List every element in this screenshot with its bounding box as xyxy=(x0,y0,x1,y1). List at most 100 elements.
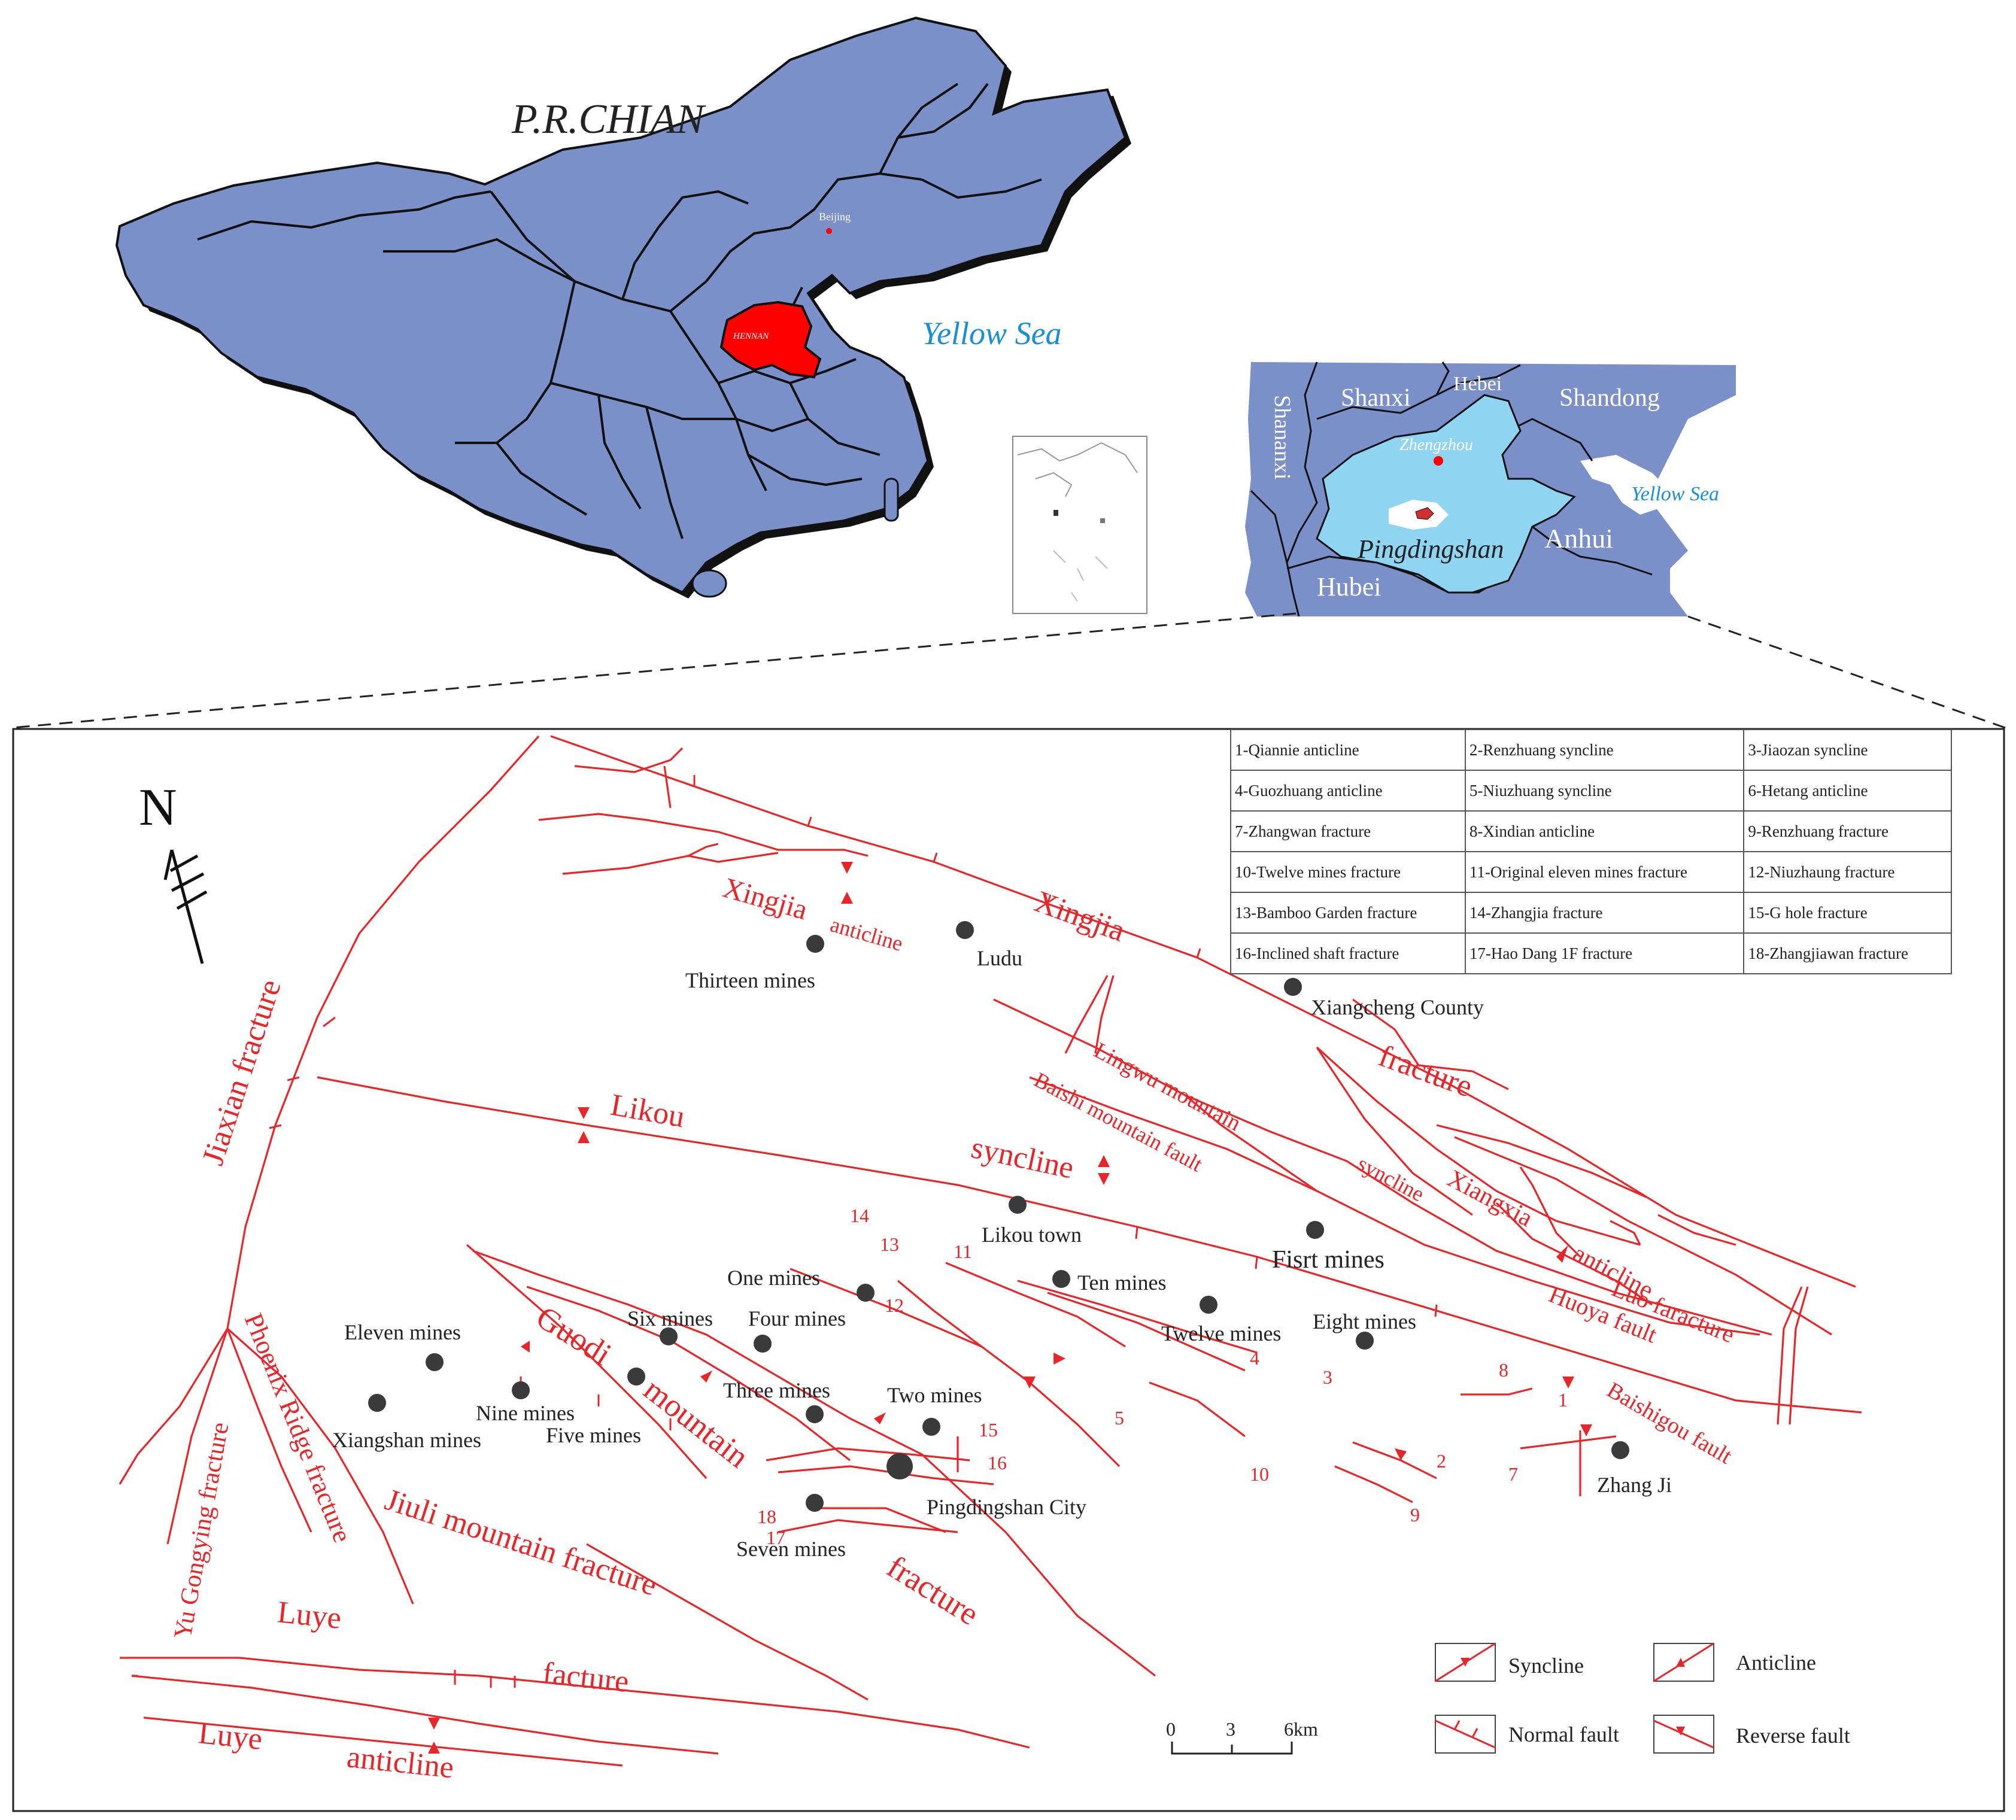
table-cell: 18-Zhangjiawan fracture xyxy=(1743,932,1952,974)
label-yugongying: Yu Gongying fracture xyxy=(169,1420,235,1641)
table-cell: 1-Qiannie anticline xyxy=(1230,729,1466,771)
table-cell: 14-Zhangjia fracture xyxy=(1464,892,1745,934)
label-likou-b: syncline xyxy=(968,1131,1077,1186)
label-xiangshan: Xiangshan mines xyxy=(332,1428,481,1452)
regional-yellow-sea-label: Yellow Sea xyxy=(1631,483,1719,505)
geologic-frame xyxy=(12,728,2005,1812)
table-cell: 2-Renzhuang syncline xyxy=(1464,729,1745,771)
fault-lines xyxy=(119,735,1862,1767)
label-guodi-c: fracture xyxy=(881,1548,985,1632)
label-jiaxian: Jiaxian fracture xyxy=(196,976,288,1169)
table-cell: 11-Original eleven mines fracture xyxy=(1464,851,1745,893)
label-twelve: Twelve mines xyxy=(1161,1321,1281,1345)
scale-3: 3 xyxy=(1226,1718,1235,1740)
fault-arrows xyxy=(428,862,1592,1754)
label-xiangcheng: Xiangcheng County xyxy=(1311,995,1484,1019)
label-seven: Seven mines xyxy=(736,1537,846,1561)
regional-map: Shanxi Hebei Shandong Shananxi Zhengzhou… xyxy=(1245,361,1736,617)
beijing-dot xyxy=(826,228,832,234)
pingdingshan-city-shape xyxy=(1415,507,1434,520)
hubei-label: Hubei xyxy=(1317,572,1382,601)
zhengzhou-dot xyxy=(1434,456,1443,466)
label-one: One mines xyxy=(727,1266,820,1290)
north-arrow: N xyxy=(139,779,208,964)
henan-light xyxy=(1316,394,1576,594)
legend-normal: Normal fault xyxy=(1508,1722,1619,1746)
num-14: 14 xyxy=(850,1205,869,1226)
table-cell: 17-Hao Dang 1F fracture xyxy=(1464,932,1745,974)
label-eleven: Eleven mines xyxy=(344,1320,461,1344)
label-likou-town: Likou town xyxy=(982,1223,1082,1247)
table-cell: 3-Jiaozan syncline xyxy=(1743,729,1952,771)
table-cell: 16-Inclined shaft fracture xyxy=(1230,932,1466,974)
table-cell: 7-Zhangwan fracture xyxy=(1230,810,1466,852)
yellow-sea-label: Yellow Sea xyxy=(922,315,1062,351)
china-map: HENNAN Beijing P.R.CHIAN Yellow Sea xyxy=(115,16,1131,598)
structure-numbers: 14 13 11 12 4 5 10 3 8 1 2 7 9 15 16 18 … xyxy=(757,1205,1568,1548)
beijing-label: Beijing xyxy=(819,211,851,223)
table-row: 1-Qiannie anticline 2-Renzhuang syncline… xyxy=(1230,729,1952,771)
label-first: Fisrt mines xyxy=(1272,1246,1385,1274)
label-guodi-a: Guodi xyxy=(530,1299,618,1372)
num-10: 10 xyxy=(1250,1463,1269,1485)
num-11: 11 xyxy=(954,1241,972,1262)
pingdingshan-label: Pingdingshan xyxy=(1357,534,1504,564)
num-5: 5 xyxy=(1115,1407,1124,1429)
label-xingjia-anticline-b: anticline xyxy=(828,912,906,956)
table-cell: 13-Bamboo Garden fracture xyxy=(1230,892,1466,934)
num-8: 8 xyxy=(1499,1359,1508,1381)
label-xiangxia-a: Xiangxia xyxy=(1443,1165,1537,1232)
table-row: 4-Guozhuang anticline 5-Niuzhuang syncli… xyxy=(1230,770,1952,812)
table-cell: 6-Hetang anticline xyxy=(1743,770,1952,812)
table-cell: 8-Xindian anticline xyxy=(1464,810,1745,852)
zoom-lines xyxy=(11,612,2006,729)
henan-province xyxy=(719,300,822,379)
table-cell: 5-Niuzhuang syncline xyxy=(1464,770,1745,812)
num-17: 17 xyxy=(766,1527,785,1548)
table-cell: 12-Niuzhaung fracture xyxy=(1743,851,1952,893)
table-row: 7-Zhangwan fracture 8-Xindian anticline … xyxy=(1230,810,1952,852)
label-luye-c: Luye xyxy=(197,1716,264,1757)
table-row: 16-Inclined shaft fracture 17-Hao Dang 1… xyxy=(1230,932,1952,974)
henan-label: HENNAN xyxy=(733,332,769,341)
china-land xyxy=(115,16,1127,594)
table-row: 10-Twelve mines fracture 11-Original ele… xyxy=(1230,851,1952,893)
num-3: 3 xyxy=(1323,1366,1332,1388)
label-two: Two mines xyxy=(887,1383,982,1407)
num-16: 16 xyxy=(988,1452,1007,1473)
table-cell: 4-Guozhuang anticline xyxy=(1230,770,1466,812)
place-labels: Thirteen mines Ludu Xiangcheng County Li… xyxy=(332,946,1672,1561)
label-nine: Nine mines xyxy=(476,1401,575,1425)
num-4: 4 xyxy=(1250,1347,1259,1369)
label-four: Four mines xyxy=(748,1306,846,1330)
scale-6km: 6km xyxy=(1284,1718,1318,1740)
shananxi-label: Shananxi xyxy=(1270,395,1295,479)
label-xingjia-fracture-a: Xingjia xyxy=(1030,885,1130,949)
label-ten: Ten mines xyxy=(1077,1271,1166,1295)
label-eight: Eight mines xyxy=(1313,1309,1416,1333)
legend-syncline: Syncline xyxy=(1508,1654,1584,1678)
table-cell: 9-Renzhuang fracture xyxy=(1743,810,1952,852)
label-jiuli: Jiuli mountain fracture xyxy=(381,1482,661,1603)
num-13: 13 xyxy=(880,1233,899,1255)
legend-anticline: Anticline xyxy=(1736,1651,1816,1675)
label-luye-b: facture xyxy=(541,1656,630,1699)
south-china-sea-inset xyxy=(1012,436,1147,614)
map-legend: Syncline Anticline Normal fault Reverse … xyxy=(1435,1642,1850,1754)
north-arrow-line xyxy=(163,849,208,964)
label-luye-a: Luye xyxy=(276,1595,343,1636)
label-zhangji: Zhang Ji xyxy=(1597,1473,1672,1497)
num-7: 7 xyxy=(1508,1463,1518,1485)
label-lingwu-syncline: syncline xyxy=(1353,1151,1428,1207)
hainan-island xyxy=(691,569,727,598)
hebei-label: Hebei xyxy=(1453,373,1502,395)
table-cell: 15-G hole fracture xyxy=(1743,892,1952,934)
shanxi-label: Shanxi xyxy=(1341,384,1411,412)
label-three: Three mines xyxy=(723,1378,830,1402)
table-cell: 10-Twelve mines fracture xyxy=(1230,851,1466,893)
shandong-label: Shandong xyxy=(1559,384,1660,412)
label-likou-a: Likou xyxy=(608,1088,687,1135)
legend-reverse: Reverse fault xyxy=(1736,1724,1850,1748)
